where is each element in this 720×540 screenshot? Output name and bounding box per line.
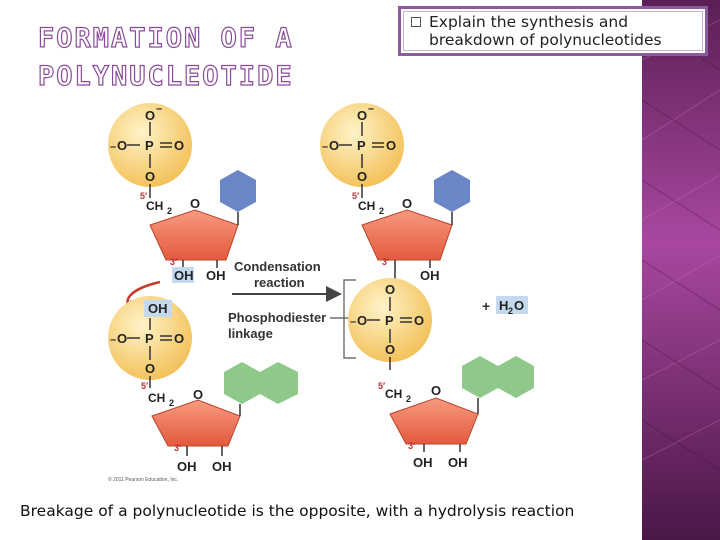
sugar-ring [361, 209, 453, 261]
label-3-prime: 3′ [170, 257, 177, 267]
slide-title: FORMATION OF A POLYNUCLEOTIDE [37, 20, 338, 96]
title-line-2: POLYNUCLEOTIDE [37, 60, 294, 92]
label-5-prime: 5′ [352, 191, 359, 201]
atom-o: O [385, 342, 395, 357]
linkage-label-line-2: linkage [228, 326, 273, 341]
nitrogenous-base-blue [220, 170, 256, 212]
bullet-box: Explain the synthesis and breakdown of p… [398, 6, 708, 56]
atom-o: O [329, 138, 339, 153]
decorative-side-band [642, 0, 720, 540]
polynucleotide-diagram: O – P – O O O 5′ CH 2 O 3′ OH OH [108, 103, 534, 483]
label-3-prime: 3′ [408, 441, 415, 451]
ring-oxygen: O [402, 196, 412, 211]
hydroxyl-2-prime: OH [448, 455, 468, 470]
left-top-nucleotide: O – P – O O O 5′ CH 2 O 3′ OH OH [108, 103, 256, 283]
hydroxyl-3-prime: OH [177, 459, 197, 474]
ring-oxygen: O [190, 196, 200, 211]
nitrogenous-base-green [224, 362, 260, 404]
svg-text:2: 2 [167, 206, 172, 216]
charge-minus: – [368, 103, 374, 115]
label-5-prime: 5′ [378, 381, 385, 391]
linkage-label-line-1: Phosphodiester [228, 310, 326, 325]
atom-ch2: CH [148, 391, 165, 405]
atom-o: O [145, 361, 155, 376]
water-subscript: 2 [508, 306, 513, 316]
sugar-ring [151, 399, 241, 447]
water-o: O [514, 298, 524, 313]
sugar-ring [149, 209, 239, 261]
linkage-bracket [343, 279, 356, 359]
atom-o: O [145, 169, 155, 184]
hydroxyl-highlight [172, 267, 194, 283]
svg-text:2: 2 [169, 398, 174, 408]
ring-oxygen: O [193, 387, 203, 402]
bridging-phosphate: O P – O O O [348, 278, 432, 370]
atom-o: O [357, 169, 367, 184]
atom-p: P [145, 331, 154, 346]
phosphate-group [348, 278, 432, 362]
bullet-box-icon [411, 17, 421, 27]
condensation-label-line-1: Condensation [234, 259, 321, 274]
atom-o: O [357, 108, 367, 123]
label-3-prime: 3′ [174, 443, 181, 453]
water-h: H [499, 298, 508, 313]
plus-sign: + [482, 298, 490, 314]
right-top-nucleotide: O – P – O O O 5′ CH 2 O 3′ OH [320, 103, 470, 283]
atom-p: P [357, 138, 366, 153]
label-3-prime: 3′ [382, 257, 389, 267]
atom-p: P [145, 138, 154, 153]
nitrogenous-base-green [462, 356, 498, 398]
atom-o: O [386, 138, 396, 153]
water-highlight [496, 296, 528, 314]
atom-o: O [145, 108, 155, 123]
atom-o: O [117, 331, 127, 346]
svg-text:2: 2 [406, 394, 411, 404]
svg-text:2: 2 [379, 206, 384, 216]
label-5-prime: 5′ [140, 191, 147, 201]
atom-o: O [357, 313, 367, 328]
hydroxyl-2-prime: OH [206, 268, 226, 283]
charge-minus: – [322, 141, 328, 153]
atom-ch2: CH [385, 387, 402, 401]
hydroxyl-2-prime: OH [212, 459, 232, 474]
phosphate-hydroxyl: OH [148, 301, 168, 316]
hydroxyl-highlight [144, 300, 172, 317]
atom-p: P [385, 313, 394, 328]
atom-o: O [117, 138, 127, 153]
nitrogenous-base-green [260, 362, 298, 404]
phosphate-group [108, 103, 192, 187]
ring-oxygen: O [431, 383, 441, 398]
bullet-box-inner-border [403, 11, 703, 51]
charge-minus: – [110, 334, 116, 346]
charge-minus: – [156, 103, 162, 115]
condensation-label-line-2: reaction [254, 275, 305, 290]
right-bottom-nucleotide: 5′ CH 2 O 3′ OH OH [378, 356, 534, 470]
atom-o: O [385, 282, 395, 297]
atom-ch2: CH [358, 199, 375, 213]
sugar-ring [389, 397, 479, 445]
nitrogenous-base-green [498, 356, 534, 398]
title-line-1: FORMATION OF A [37, 22, 294, 54]
left-bottom-nucleotide: OH P – O O O 5′ CH 2 O 3′ OH OH © 2011 [108, 296, 298, 483]
atom-o: O [174, 331, 184, 346]
atom-o: O [414, 313, 424, 328]
atom-o: O [174, 138, 184, 153]
label-5-prime: 5′ [141, 381, 148, 391]
bullet-text: Explain the synthesis and breakdown of p… [429, 13, 662, 49]
hydroxyl-2-prime: OH [420, 268, 440, 283]
atom-ch2: CH [146, 199, 163, 213]
nitrogenous-base-blue [434, 170, 470, 212]
caption: Breakage of a polynucleotide is the oppo… [20, 502, 575, 520]
charge-minus: – [110, 141, 116, 153]
hydroxyl-3-prime: OH [413, 455, 433, 470]
copyright-text: © 2011 Pearson Education, Inc. [108, 476, 178, 483]
phosphate-group [320, 103, 404, 187]
hydroxyl-3-prime: OH [174, 268, 194, 283]
charge-minus: – [350, 316, 356, 328]
